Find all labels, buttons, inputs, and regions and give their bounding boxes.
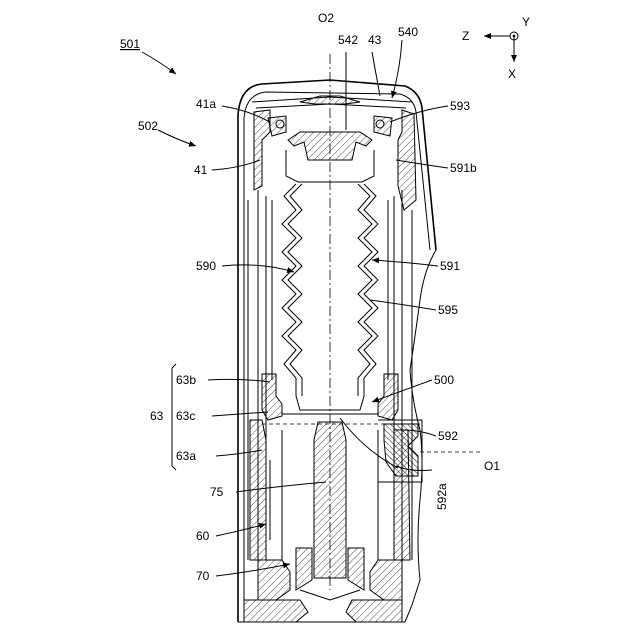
valve-592: [378, 420, 480, 482]
label-60: 60: [196, 529, 210, 543]
label-592: 592: [438, 429, 458, 443]
axis-label-z: Z: [462, 29, 469, 43]
label-540: 540: [398, 25, 418, 39]
label-41a: 41a: [196, 97, 216, 111]
label-o1: O1: [484, 459, 500, 473]
label-63c: 63c: [176, 409, 195, 423]
label-75: 75: [210, 485, 224, 499]
label-63b: 63b: [176, 373, 196, 387]
label-501: 501: [120, 37, 140, 51]
label-43: 43: [368, 33, 382, 47]
label-63: 63: [150, 409, 164, 423]
label-592a: 592a: [435, 483, 449, 510]
label-500: 500: [434, 373, 454, 387]
label-593: 593: [450, 99, 470, 113]
top-cap: [252, 96, 412, 108]
label-595: 595: [438, 303, 458, 317]
label-o2: O2: [318, 11, 334, 25]
label-591: 591: [440, 259, 460, 273]
axes-indicator: [484, 32, 518, 62]
label-70: 70: [196, 569, 210, 583]
axis-label-y: Y: [522, 15, 530, 29]
label-63a: 63a: [176, 449, 196, 463]
label-502: 502: [138, 119, 158, 133]
axis-label-x: X: [508, 67, 516, 81]
middle-coupling: [262, 374, 420, 424]
label-591b: 591b: [450, 161, 477, 175]
label-590: 590: [196, 259, 216, 273]
label-542: 542: [338, 33, 358, 47]
label-41: 41: [194, 163, 208, 177]
